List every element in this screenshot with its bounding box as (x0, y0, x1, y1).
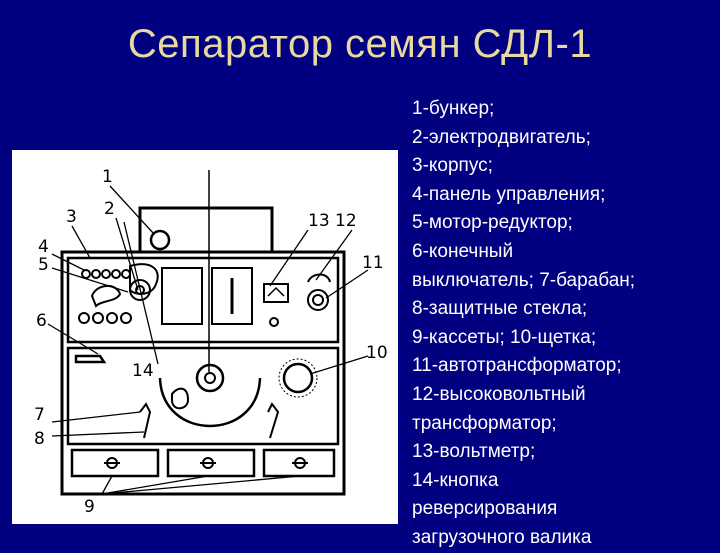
knob (101, 269, 111, 279)
callout-6: 6 (36, 311, 47, 331)
legend-line: 9-кассеты; 10-щетка; (412, 326, 597, 348)
callout-3: 3 (66, 207, 77, 227)
legend-line: 13-вольтметр; (412, 441, 536, 463)
knob (92, 312, 104, 324)
legend-line: выключатель; 7-барабан; (412, 269, 636, 291)
voltmeter-needle (267, 286, 285, 297)
legend: 1-бункер; 2-электродвигатель; 3-корпус; … (412, 95, 712, 553)
knob (111, 269, 121, 279)
legend-line: 8-защитные стекла; (412, 298, 588, 320)
knob (121, 269, 131, 279)
housing-shape (60, 250, 346, 496)
legend-line: 4-панель управления; (412, 183, 606, 205)
legend-line: реверсирования (412, 498, 558, 520)
legend-line: 1-бункер; (412, 98, 495, 119)
legend-line: трансформатор; (412, 412, 557, 434)
legend-line: 5-мотор-редуктор; (412, 212, 573, 234)
callout-5: 5 (38, 255, 49, 275)
brush-wheel (282, 362, 314, 394)
callout-2: 2 (104, 199, 115, 219)
callout-14: 14 (132, 361, 154, 381)
knob (78, 312, 90, 324)
brush-bristles (278, 358, 318, 398)
knob (91, 269, 101, 279)
drum-chamber-shape (66, 346, 340, 446)
legend-line: 12-высоковольтный (412, 383, 586, 405)
legend-line: загрузочного валика (412, 526, 592, 548)
callout-9: 9 (84, 497, 95, 517)
callout-10: 10 (366, 343, 388, 363)
callout-7: 7 (34, 405, 45, 425)
voltmeter-shape (263, 283, 289, 303)
drum-wheel (195, 363, 225, 393)
legend-line: 3-корпус; (412, 155, 493, 177)
slide-title: Сепаратор семян СДЛ-1 (127, 22, 593, 66)
autotransformer-hub (312, 294, 324, 306)
glass-right (267, 402, 280, 439)
legend-line: 2-электродвигатель; (412, 126, 591, 148)
separator-drawing: 1 2 3 4 5 6 13 12 11 10 14 7 8 9 (34, 167, 388, 517)
cassette-shape (166, 448, 256, 478)
legend-line: 6-конечный (412, 240, 514, 262)
motor-reducer-shape (129, 263, 159, 295)
legend-line: 14-кнопка (412, 469, 499, 491)
glass-left (139, 402, 152, 439)
autotransformer-shape (307, 289, 329, 311)
callout-13-12: 13 12 (308, 211, 357, 231)
limit-switch-shape (90, 285, 122, 308)
load-roller-shape (171, 387, 190, 410)
separator-diagram: 1 2 3 4 5 6 13 12 11 10 14 7 8 9 (12, 150, 398, 524)
button-14 (269, 317, 279, 327)
callout-1: 1 (102, 167, 113, 187)
leader-lines (47, 185, 369, 495)
motor-hub (135, 285, 145, 295)
window-shape (211, 267, 253, 325)
knob (120, 312, 132, 324)
cassette-shape (70, 448, 160, 478)
bunker-knob (149, 229, 171, 251)
knob (106, 312, 118, 324)
motor-wheel (129, 279, 151, 301)
bracket-shape (74, 354, 107, 364)
drum-arc (158, 377, 262, 428)
control-panel-shape (66, 256, 340, 344)
drum-hub (204, 372, 216, 384)
knob (81, 269, 91, 279)
window-shape (161, 267, 203, 325)
callout-4: 4 (38, 237, 49, 257)
callout-11: 11 (362, 253, 384, 273)
legend-line: 11-автотрансформатор; (412, 355, 622, 377)
callout-8: 8 (34, 429, 45, 449)
